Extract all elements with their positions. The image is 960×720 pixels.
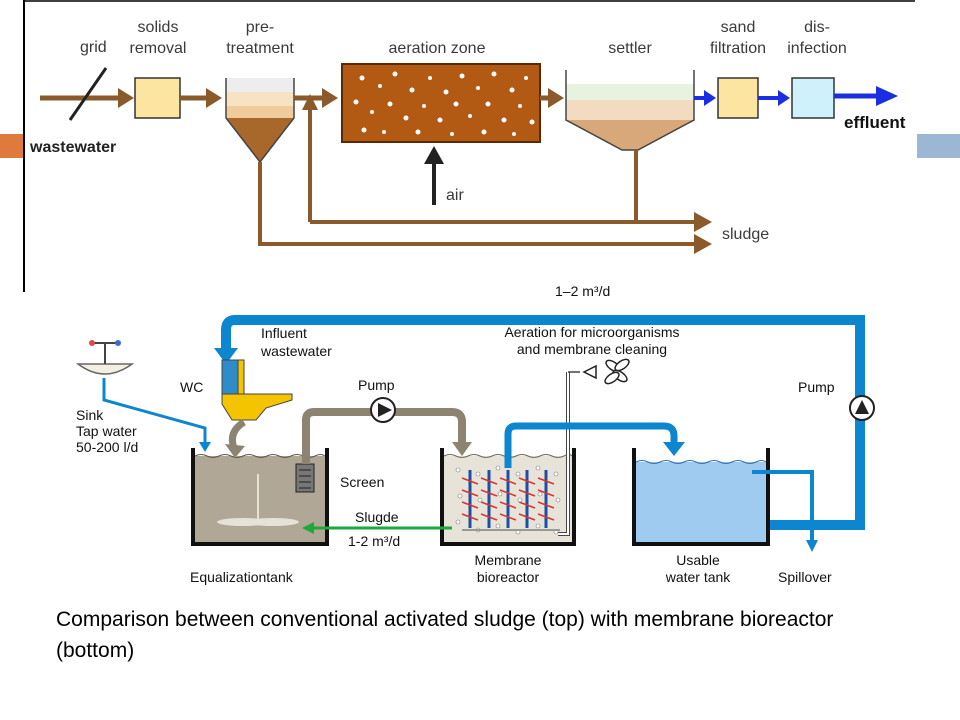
label-screen: Screen <box>340 474 384 490</box>
label-sink: Sink <box>76 407 104 423</box>
label-treatment: treatment <box>226 40 294 57</box>
label-pump-right: Pump <box>798 379 835 395</box>
figure-caption: Comparison between conventional activate… <box>56 608 834 662</box>
label-equalization-tank: Equalizationtank <box>190 569 294 585</box>
sludge-lines <box>258 104 696 246</box>
wc-pipe <box>228 419 246 450</box>
label-usable: Usable <box>676 552 720 568</box>
label-removal: removal <box>130 40 187 57</box>
permeate-pipe <box>504 422 678 468</box>
sink-icon <box>75 340 135 375</box>
slide-accent-right <box>917 134 960 158</box>
settler-tank <box>565 70 695 151</box>
membrane-bioreactor <box>440 448 576 546</box>
label-effluent: effluent <box>844 113 906 132</box>
label-filtration: filtration <box>710 40 766 57</box>
influent-flow <box>40 67 134 121</box>
label-slugde: Slugde <box>355 509 399 525</box>
label-sludge: sludge <box>722 226 769 243</box>
label-sand: sand <box>721 19 756 36</box>
sink-pipe <box>102 378 207 446</box>
label-wc: WC <box>180 379 203 395</box>
sand-filtration-box <box>717 77 759 119</box>
label-aeration-2: and membrane cleaning <box>517 341 667 357</box>
label-membrane: Membrane <box>475 552 542 568</box>
spillover-pipe <box>752 470 814 540</box>
label-settler: settler <box>608 40 652 57</box>
usable-water-tank <box>632 448 770 546</box>
label-bioreactor: bioreactor <box>477 569 540 585</box>
label-air: air <box>446 187 464 204</box>
label-slugde-rate: 1-2 m³/d <box>348 533 400 549</box>
label-infection: infection <box>787 40 847 57</box>
label-spillover: Spillover <box>778 569 832 585</box>
pretreatment-tank <box>225 78 295 164</box>
blower-icon <box>582 364 597 380</box>
slide-accent-left <box>0 134 24 158</box>
label-influent: Influent <box>261 325 307 341</box>
aeration-zone-tank <box>341 63 541 143</box>
label-dis: dis- <box>804 19 830 36</box>
label-solids: solids <box>138 19 179 36</box>
wc-icon <box>221 359 293 421</box>
label-aeration-zone: aeration zone <box>389 40 486 57</box>
label-tap-water: Tap water <box>76 423 137 439</box>
aeration-bubbles <box>353 71 535 136</box>
label-wastewater: wastewater <box>29 139 116 156</box>
label-influent-wastewater: wastewater <box>260 343 332 359</box>
label-water-tank: water tank <box>665 569 732 585</box>
disinfection-box <box>791 77 835 119</box>
label-flow-rate-top: 1–2 m³/d <box>555 283 610 299</box>
label-aeration-1: Aeration for microorganisms <box>504 324 679 340</box>
label-tap-rate: 50-200 l/d <box>76 439 138 455</box>
fan-icon <box>604 358 630 385</box>
grid-bar <box>68 67 108 121</box>
label-pump-left: Pump <box>358 377 395 393</box>
conventional-diagram: grid solids removal pre- treatment aerat… <box>23 0 915 292</box>
mbr-diagram: 1–2 m³/d Influent wastewater Aeration fo… <box>75 283 875 585</box>
label-pre: pre- <box>246 19 274 36</box>
return-pipe <box>221 315 865 530</box>
label-grid: grid <box>80 39 107 56</box>
solids-removal-box <box>134 77 181 119</box>
